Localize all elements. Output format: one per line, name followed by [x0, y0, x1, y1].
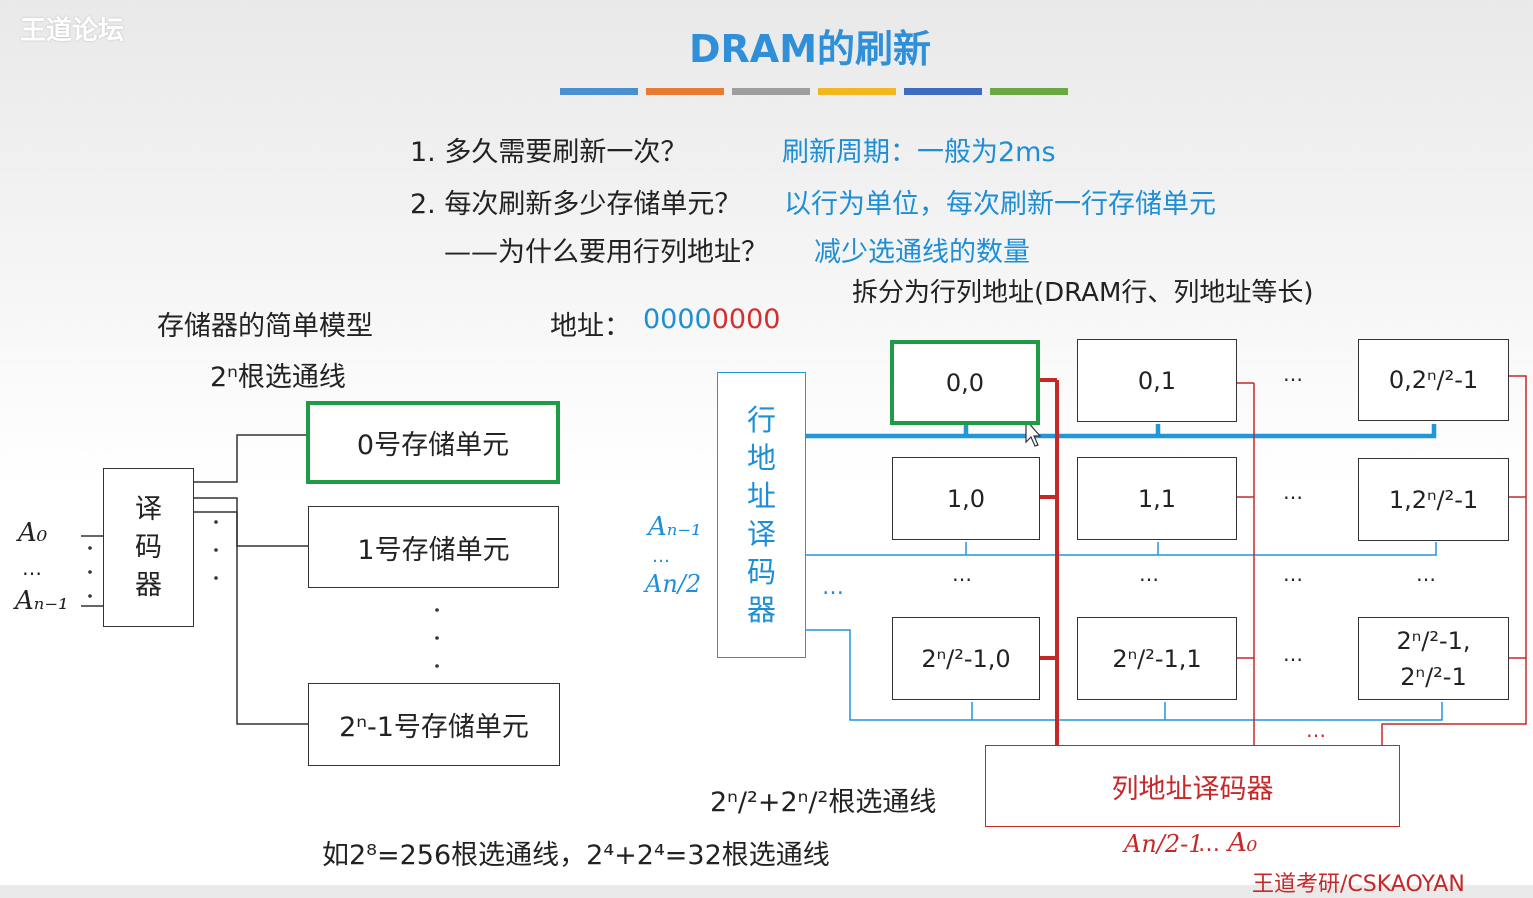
dram-cell-1-1: 1,1: [1077, 457, 1237, 540]
memory-cell-0: 0号存储单元: [306, 401, 560, 484]
row-decoder-char: 行: [746, 403, 776, 437]
simple-model-title: 存储器的简单模型: [157, 311, 373, 342]
wire-cell-1: [193, 497, 308, 547]
answer-1: 刷新周期：一般为2ms: [782, 137, 1056, 168]
row-line-last: [806, 629, 1443, 721]
decoder-char: 译: [135, 493, 162, 525]
dram-cell-last-0: 2ⁿ/²-1,0: [892, 617, 1040, 700]
decoder-char: 码: [135, 531, 162, 563]
answer-2: 以行为单位，每次刷新一行存储单元: [784, 189, 1216, 220]
wire-cell-0: [193, 434, 308, 483]
simple-decoder: 译 码 器: [103, 468, 194, 627]
input-ellipsis: …: [22, 556, 42, 580]
question-3: ——为什么要用行列地址？: [444, 237, 768, 268]
title-bar-0: [560, 88, 638, 95]
title-bar-1: [646, 88, 724, 95]
dram-cell-text: 2ⁿ/²-1: [1400, 662, 1467, 691]
dram-cell-1-last: 1,2ⁿ/²-1: [1358, 458, 1509, 541]
dram-cell-last-last: 2ⁿ/²-1, 2ⁿ/²-1: [1358, 617, 1509, 700]
row-address-decoder: 行 地 址 译 码 器: [717, 372, 806, 658]
vertical-dots: [88, 520, 439, 668]
row-decoder-char: 译: [746, 517, 776, 551]
grid-ellipsis: …: [1416, 562, 1436, 586]
dram-cell-0-1: 0,1: [1077, 339, 1237, 422]
input-a0: A₀: [18, 518, 48, 548]
row-select-lines: [806, 424, 1443, 721]
row-decoder-char: 器: [746, 593, 776, 627]
dram-cell-text: 2ⁿ/²-1,: [1396, 626, 1471, 655]
row-line-0: [806, 424, 1437, 439]
row-decoder-char: 址: [746, 479, 776, 513]
answer-3: 减少选通线的数量: [814, 237, 1030, 268]
col-line-last: [1381, 375, 1527, 745]
dram-cell-0-0: 0,0: [890, 340, 1040, 425]
title-bar-5: [990, 88, 1068, 95]
address-value: 00000000: [643, 304, 781, 335]
dram-cell-last-1: 2ⁿ/²-1,1: [1077, 617, 1237, 700]
dram-cell-1-0: 1,0: [892, 457, 1040, 540]
line-count-example: 如2⁸=256根选通线，2⁴+2⁴=32根选通线: [322, 840, 830, 871]
memory-cell-1: 1号存储单元: [308, 506, 559, 588]
page-title: DRAM的刷新: [688, 27, 932, 71]
row-decoder-char: 地: [746, 441, 776, 475]
question-2: 2. 每次刷新多少存储单元？: [410, 189, 742, 220]
row-input-ellipsis: …: [652, 546, 670, 567]
column-select-lines: [1040, 375, 1527, 745]
grid-ellipsis: …: [1139, 562, 1159, 586]
row-input-bottom: An/2: [645, 570, 702, 598]
column-input-left: An/2-1: [1124, 830, 1204, 858]
input-an1: Aₙ₋₁: [15, 586, 69, 616]
split-note: 拆分为行列地址(DRAM行、列地址等长): [852, 278, 1314, 308]
decoder-char: 器: [135, 569, 162, 601]
dram-cell-0-last: 0,2ⁿ/²-1: [1358, 339, 1509, 421]
select-lines-count: 2ⁿ根选通线: [210, 362, 346, 393]
column-address-decoder: 列地址译码器: [985, 745, 1400, 827]
title-bar-2: [732, 88, 810, 95]
memory-cell-last: 2ⁿ-1号存储单元: [308, 683, 560, 766]
question-1: 1. 多久需要刷新一次？: [410, 137, 688, 168]
watermark-top-left: 王道论坛: [20, 16, 125, 46]
grid-ellipsis: …: [952, 562, 972, 586]
wire-cell-last: [193, 511, 308, 725]
grid-ellipsis: …: [1283, 562, 1303, 586]
row-decoder-ellipsis: …: [822, 575, 844, 600]
column-ellipsis: …: [1306, 718, 1326, 742]
grid-ellipsis: …: [1283, 362, 1303, 386]
row-decoder-char: 码: [746, 555, 776, 589]
title-bar-4: [904, 88, 982, 95]
simple-model-wires: [81, 434, 308, 725]
grid-ellipsis: …: [1283, 480, 1303, 504]
column-input-right: A₀: [1228, 828, 1258, 858]
title-color-bars: [560, 88, 1068, 95]
column-input-ellipsis: …: [1198, 832, 1220, 857]
row-input-top: Aₙ₋₁: [648, 512, 702, 542]
dram-line-count: 2ⁿ/²+2ⁿ/²根选通线: [710, 787, 937, 818]
row-line-1: [806, 542, 1437, 556]
address-label: 地址：: [550, 311, 631, 342]
title-bar-3: [818, 88, 896, 95]
mouse-cursor-icon: [1025, 418, 1042, 447]
grid-ellipsis: …: [1283, 642, 1303, 666]
